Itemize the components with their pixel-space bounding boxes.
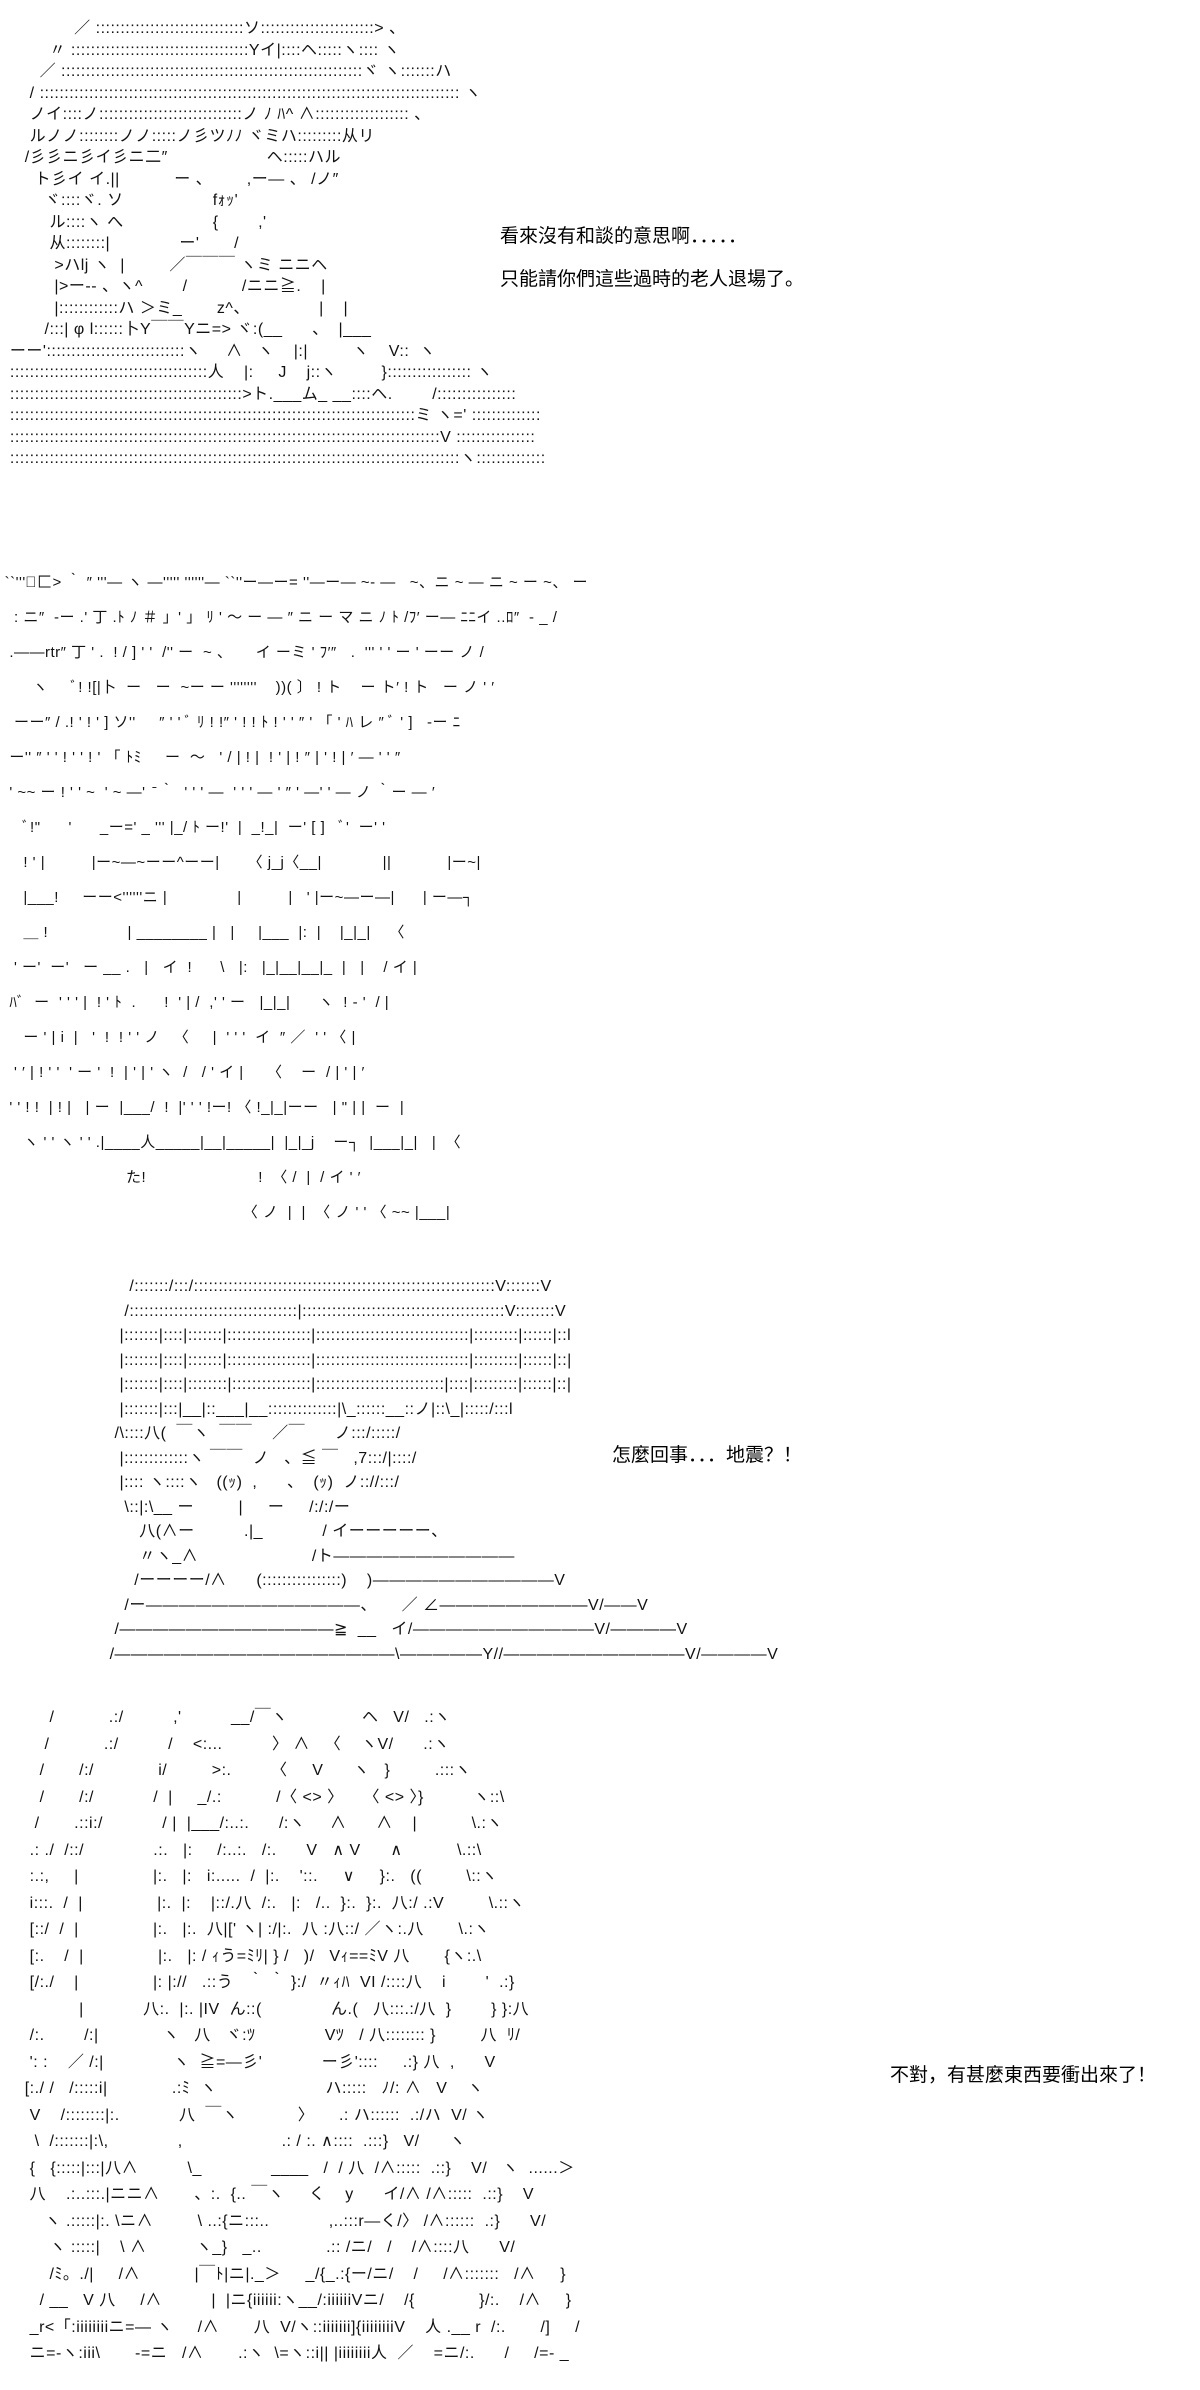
dialogue-line: 只能請你們這些過時的老人退場了。: [500, 268, 805, 290]
dialogue-line: 看來沒有和談的意思啊．．．．．: [500, 225, 748, 247]
ascii-art-rumble-sound-effect: ``'''ﾞ匚> ｀ ″ '''— ヽ —''''' ''''''— ``''ー…: [4, 574, 589, 1221]
dialogue-line: 怎麼回事．．．地震？！: [612, 1444, 803, 1466]
ascii-art-shocked-character: /:::::::/:::/:::::::::::::::::::::::::::…: [109, 1278, 779, 1663]
ascii-art-long-haired-character: / .:/ ,' __/￣ヽ ヘ V/ .:ヽ / .:/ / <:... 〉 …: [24, 1709, 581, 2362]
dialogue-line: 不對，有甚麼東西要衝出來了！: [890, 2064, 1157, 2086]
ascii-art-hooded-figure: ／ ::::::::::::::::::::::::::::::ソ:::::::…: [9, 20, 546, 467]
